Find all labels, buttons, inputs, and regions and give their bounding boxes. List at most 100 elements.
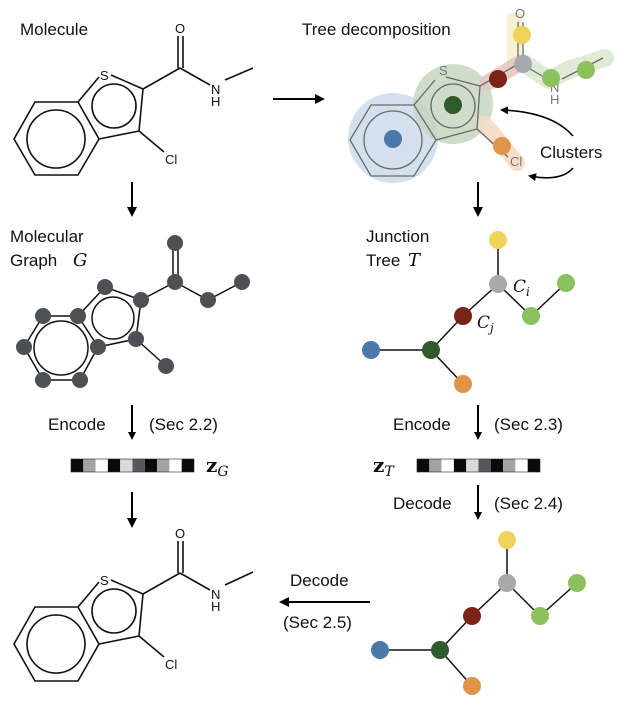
atom-hydrogen: H: [211, 94, 220, 109]
graph-title-line1: Molecular: [10, 227, 84, 246]
cluster-node-carbonyl: [514, 55, 532, 73]
latent-border: [70, 458, 195, 473]
latent-cell: [441, 459, 454, 472]
latent-cell: [417, 459, 430, 472]
decoded-atom-chlorine: Cl: [165, 657, 177, 672]
graph-atom: [133, 292, 149, 308]
atom-chlorine: Cl: [165, 152, 177, 167]
decoded-node-link: [463, 607, 481, 625]
graph-symbol-G: G: [73, 250, 87, 271]
cluster-node-oxygen: [513, 26, 531, 44]
decode-graph-label: Decode: [290, 571, 349, 590]
graph-atom: [167, 274, 183, 290]
latent-cell: [120, 459, 133, 472]
latent-cell: [503, 459, 516, 472]
tree-decomposition: S O N H Cl: [348, 6, 614, 183]
graph-atom: [90, 339, 106, 355]
graph-atom: [16, 339, 32, 355]
graph-atom: [35, 308, 51, 324]
graph-atom: [128, 331, 144, 347]
atom-oxygen: O: [175, 21, 185, 36]
decode-tree-label: Decode: [393, 494, 452, 513]
cluster-node-link: [489, 70, 507, 88]
atom-nitrogen: N: [211, 82, 220, 97]
latent-cell: [71, 459, 84, 472]
tree-node-oxygen: [489, 231, 507, 249]
decoded-node-oxygen: [498, 531, 516, 549]
tree-symbol-T: T: [408, 250, 422, 271]
tree-node-nh: [522, 307, 540, 325]
latent-cell: [466, 459, 479, 472]
decoded-atom-hydrogen: H: [211, 599, 220, 614]
atom-hydrogen-faded: H: [550, 92, 559, 107]
cluster-node-methyl: [577, 61, 595, 79]
clusters-arrow-upper: [500, 106, 574, 137]
graph-title-line2: Graph: [10, 251, 57, 270]
tree-title-line2: Tree: [366, 251, 400, 270]
decoded-node-carbonyl: [498, 574, 516, 592]
cluster-node-benzene: [384, 130, 402, 148]
latent-cell: [429, 459, 442, 472]
latent-vector-zT: [416, 458, 541, 473]
decode-graph-section: (Sec 2.5): [283, 613, 352, 632]
latent-cell: [453, 459, 467, 472]
tree-node-cj: [454, 307, 472, 325]
latent-cell: [478, 459, 491, 472]
latent-cell: [169, 459, 182, 472]
latent-cell: [181, 459, 194, 472]
latent-cell: [144, 459, 158, 472]
graph-atom: [97, 279, 113, 295]
atom-nitrogen-faded: N: [550, 80, 559, 95]
tree-node-chlorine: [454, 375, 472, 393]
decoded-node-methyl: [568, 574, 586, 592]
decoded-atom-oxygen: O: [175, 526, 185, 541]
decoded-node-thiophene: [431, 641, 449, 659]
decode-tree-section: (Sec 2.4): [494, 494, 563, 513]
decoded-node-nh: [531, 607, 549, 625]
junction-tree-middle: [362, 231, 575, 393]
graph-atom-nodes: [16, 235, 250, 388]
decoded-atom-sulfur: S: [100, 573, 109, 588]
decoded-node-chlorine: [463, 677, 481, 695]
cluster-node-chlorine: [493, 137, 511, 155]
tree-node-ci: [489, 275, 507, 293]
latent-cell: [515, 459, 528, 472]
graph-atom: [234, 274, 250, 290]
graph-atom: [70, 308, 86, 324]
decoded-atom-nitrogen: N: [211, 587, 220, 602]
latent-cell: [83, 459, 96, 472]
graph-atom: [200, 292, 216, 308]
atom-sulfur: S: [100, 68, 109, 83]
encode-graph-section: (Sec 2.2): [149, 415, 218, 434]
decoded-node-benzene: [371, 641, 389, 659]
tree-node-methyl: [557, 274, 575, 292]
latent-cell: [95, 459, 108, 472]
latent-cell: [527, 459, 540, 472]
encode-tree-section: (Sec 2.3): [494, 415, 563, 434]
graph-atom: [35, 372, 51, 388]
atom-sulfur-faded: S: [439, 63, 448, 78]
tree-decomposition-title: Tree decomposition: [302, 20, 451, 39]
latent-zT-symbol: zT: [373, 453, 395, 480]
tree-node-benzene: [362, 341, 380, 359]
encode-graph-label: Encode: [48, 415, 106, 434]
clusters-arrow-lower: [528, 167, 574, 182]
tree-title-line1: Junction: [366, 227, 429, 246]
cluster-node-thiophene: [444, 96, 462, 114]
tree-node-thiophene: [422, 341, 440, 359]
cluster-node-nh: [542, 69, 560, 87]
atom-chlorine-faded: Cl: [510, 154, 522, 169]
latent-cell: [157, 459, 170, 472]
label-cj: Cj: [477, 313, 494, 335]
encode-tree-label: Encode: [393, 415, 451, 434]
atom-oxygen-faded: O: [515, 6, 525, 21]
molecular-graph: [16, 235, 250, 388]
clusters-label: Clusters: [540, 143, 602, 162]
label-ci: Ci: [513, 277, 530, 299]
latent-cell: [490, 459, 504, 472]
graph-atom: [72, 372, 88, 388]
graph-atom: [158, 358, 174, 374]
molecule-structure-top: [13, 36, 254, 176]
graph-atom: [167, 235, 183, 251]
